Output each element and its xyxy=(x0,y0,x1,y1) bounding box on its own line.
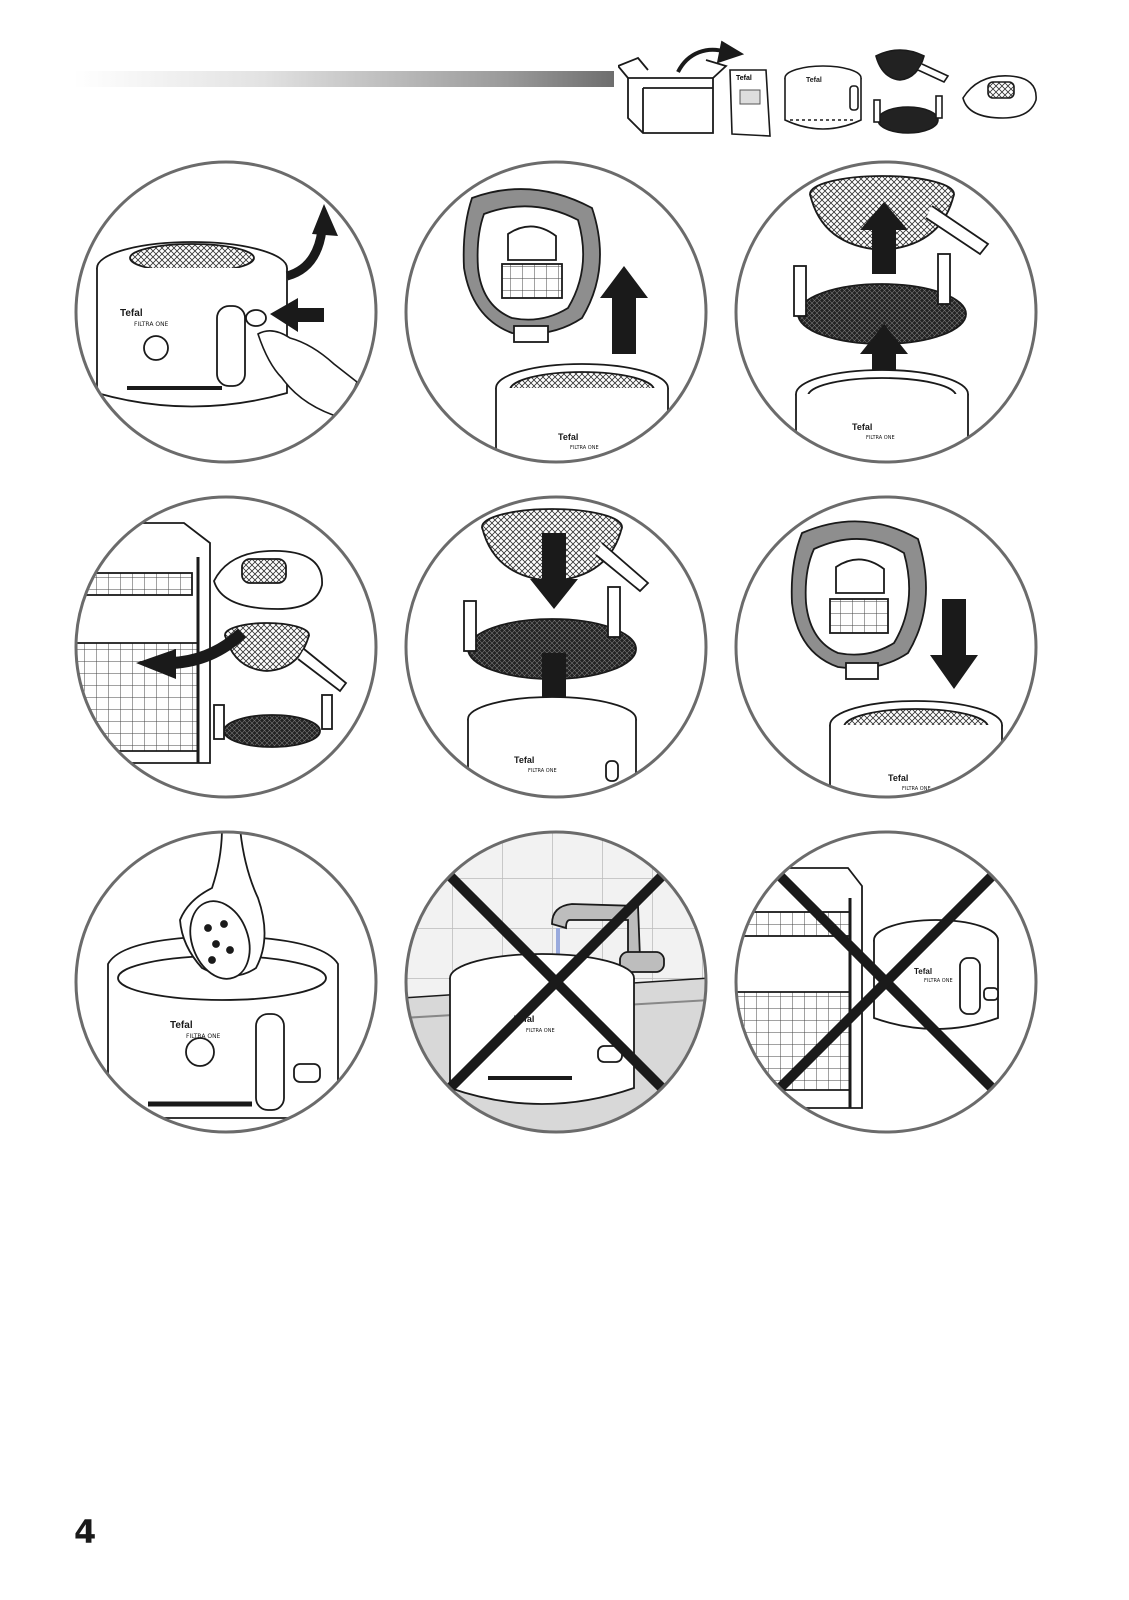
lid-underside-icon xyxy=(790,520,927,680)
step-7-wipe-clean-with-sponge: Tefal FILTRA ONE xyxy=(72,828,380,1136)
basket-down-arrow-icon xyxy=(530,533,578,609)
svg-text:Tefal: Tefal xyxy=(888,773,908,783)
svg-text:FILTRA ONE: FILTRA ONE xyxy=(570,445,599,451)
lid-underside-icon xyxy=(462,188,601,343)
lower-lid-arrow-icon xyxy=(930,599,978,689)
push-arrow-icon xyxy=(270,298,324,332)
step-5-reinsert-basket-and-filter: Tefal FILTRA ONE xyxy=(402,493,710,801)
step-8-do-not-immerse-in-water: Tefal FILTRA ONE xyxy=(402,828,710,1136)
lid-icon xyxy=(962,75,1037,119)
fryer-body-icon: Tefal xyxy=(784,65,862,130)
hand-with-sponge-icon xyxy=(179,832,266,980)
fryer-open-icon: Tefal FILTRA ONE xyxy=(495,363,669,462)
prohibited-cross-icon xyxy=(768,864,1004,1100)
svg-text:Tefal: Tefal xyxy=(514,755,534,765)
svg-text:Tefal: Tefal xyxy=(558,432,578,442)
package-contents: Tefal Tefal xyxy=(616,38,1058,142)
header-gradient-bar xyxy=(74,71,614,87)
dishwasher-icon xyxy=(76,522,211,764)
lid-icon xyxy=(213,550,323,610)
filter-tray-icon xyxy=(213,694,333,748)
basket-up-arrow-icon xyxy=(860,202,908,274)
step-1-press-button-open-lid: Tefal FILTRA ONE xyxy=(72,158,380,466)
step-9-body-not-dishwasher-safe: Tefal FILTRA ONE xyxy=(732,828,1040,1136)
svg-text:Tefal: Tefal xyxy=(852,422,872,432)
svg-text:Tefal: Tefal xyxy=(120,308,143,319)
svg-text:FILTRA ONE: FILTRA ONE xyxy=(526,1028,555,1034)
svg-text:Tefal: Tefal xyxy=(914,967,932,976)
svg-text:Tefal: Tefal xyxy=(170,1020,193,1031)
step-4-dishwasher-safe-parts xyxy=(72,493,380,801)
filter-tray-icon xyxy=(793,253,967,345)
fryer-open-icon: Tefal FILTRA ONE xyxy=(829,700,1003,797)
unpack-box-icon xyxy=(616,40,745,134)
prohibited-cross-icon xyxy=(438,864,674,1100)
svg-text:Tefal: Tefal xyxy=(736,75,752,82)
basket-and-filter-parts-icon xyxy=(873,49,950,134)
step-2-lift-off-lid: Tefal FILTRA ONE xyxy=(402,158,710,466)
svg-text:FILTRA ONE: FILTRA ONE xyxy=(528,768,557,774)
svg-text:FILTRA ONE: FILTRA ONE xyxy=(134,321,169,328)
svg-text:FILTRA ONE: FILTRA ONE xyxy=(186,1033,221,1040)
filter-tray-icon xyxy=(463,586,637,680)
manual-booklet-icon: Tefal xyxy=(729,69,771,137)
svg-text:FILTRA ONE: FILTRA ONE xyxy=(902,786,931,792)
svg-text:FILTRA ONE: FILTRA ONE xyxy=(866,435,895,441)
fryer-open-icon: Tefal FILTRA ONE xyxy=(795,369,969,462)
lid-open-arrow-icon xyxy=(285,229,327,281)
page-number: 4 xyxy=(74,1513,97,1551)
fryer-open-icon: Tefal FILTRA ONE xyxy=(467,696,637,797)
step-6-refit-lid: Tefal FILTRA ONE xyxy=(732,493,1040,801)
svg-text:FILTRA ONE: FILTRA ONE xyxy=(924,978,953,984)
step-3-remove-basket-and-filter: Tefal FILTRA ONE xyxy=(732,158,1040,466)
lift-up-arrow-icon xyxy=(600,266,648,354)
basket-icon xyxy=(224,622,348,693)
basket-icon xyxy=(809,175,990,256)
fryer-closed-icon: Tefal FILTRA ONE xyxy=(96,241,288,408)
into-dishwasher-arrow-icon xyxy=(171,628,247,669)
svg-text:Tefal: Tefal xyxy=(806,77,822,84)
